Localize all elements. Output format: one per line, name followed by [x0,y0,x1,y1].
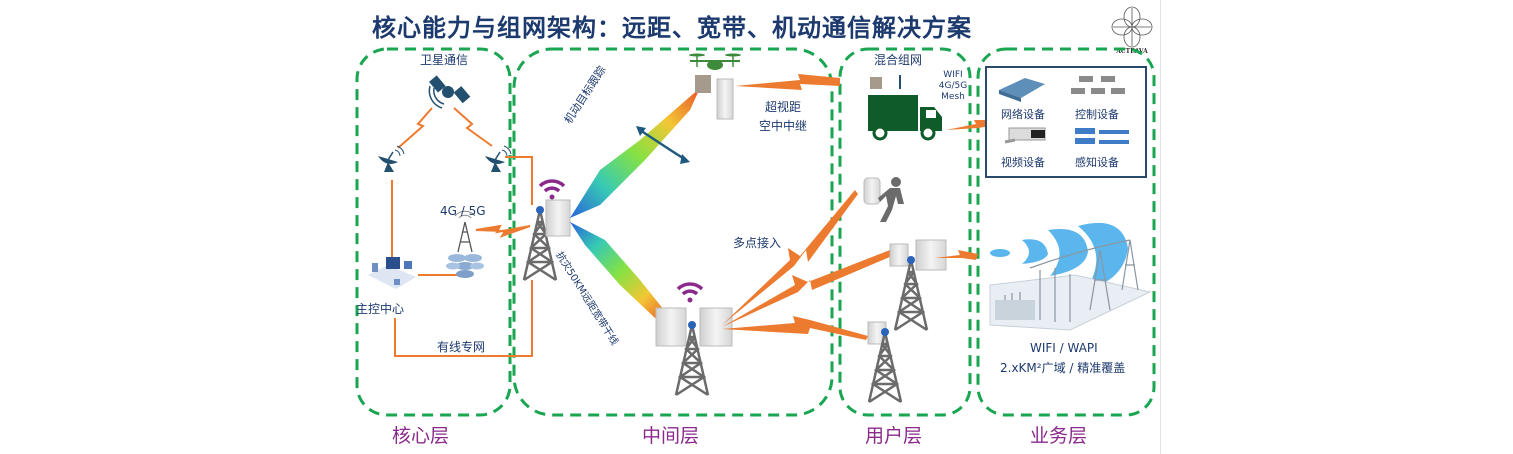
hybrid-tech-list: WIFI 4G/5G Mesh [936,70,970,103]
company-logo: ACTEAVA [1108,6,1156,62]
wired-links [391,156,533,357]
wired-network-label: 有线专网 [437,340,486,354]
core-layer-border [355,47,512,417]
hybrid-network-label: 混合组网 [874,53,923,67]
device-network: 网络设备 [1001,108,1045,121]
substation-image [989,239,1152,331]
ground-dish-right-icon [484,145,512,173]
walking-person-icon [863,177,904,222]
wifi-wave-icon [990,222,1128,290]
relay-label-line1: 超视距 [765,100,802,114]
coverage-area-label: 2.xKM²广域 / 精准覆盖 [1000,361,1126,375]
layer-label-service: 业务层 [1030,425,1088,447]
ground-dish-left-icon [377,145,405,173]
drone-icon [689,53,741,120]
video-device-icon [1004,127,1046,144]
device-icons [999,76,1129,144]
satellite-icon [428,75,471,109]
layer-label-core: 核心层 [392,425,450,447]
network-device-icon [999,78,1045,102]
satellite-links [397,107,531,238]
device-control: 控制设备 [1075,108,1119,121]
layer-label-user: 用户层 [865,425,923,447]
device-video: 视频设备 [1001,156,1045,169]
multipoint-label: 多点接入 [733,236,782,250]
coverage-link [935,250,978,260]
access-point-left-panel [655,307,687,347]
wifi-icon [538,179,566,202]
relay-label-line2: 空中中继 [759,119,808,133]
flower-logo-icon [1111,6,1153,48]
slide-edge [1160,0,1161,454]
sensor-device-icon [1075,128,1129,144]
coverage-protocol-label: WIFI / WAPI [1030,341,1098,355]
layer-label-middle: 中间层 [642,425,700,447]
wifi-icon [676,282,704,305]
truck-icon [868,75,942,141]
user-layer-border [838,47,972,417]
access-point-right-panel [699,307,733,347]
slide-title: 核心能力与组网架构：远距、宽带、机动通信解决方案 [372,14,972,42]
control-device-icon [1071,76,1125,94]
tech-cellular: 4G/5G [938,81,968,91]
user-ap-1 [889,243,909,267]
user-ap-2 [915,239,947,271]
logo-text: ACTEAVA [1116,48,1148,55]
control-center-icon [368,257,416,289]
relay-link [735,74,840,90]
beam-to-trunk [570,222,672,320]
beam-to-drone [570,88,700,218]
tech-mesh: Mesh [941,92,965,102]
service-layer-border [976,47,1156,417]
cell-tower-icon [446,210,484,278]
cellular-label: 4G / 5G [440,204,486,218]
access-point-left [545,199,571,237]
device-panel: 网络设备 控制设备 视频设备 感知设备 [985,66,1147,178]
satellite-label: 卫星通信 [420,53,469,67]
device-sensor: 感知设备 [1075,156,1119,169]
truck-device-link [946,120,990,130]
tech-wifi: WIFI [943,70,963,80]
multipoint-links [722,190,892,340]
control-center-label: 主控中心 [356,302,405,316]
